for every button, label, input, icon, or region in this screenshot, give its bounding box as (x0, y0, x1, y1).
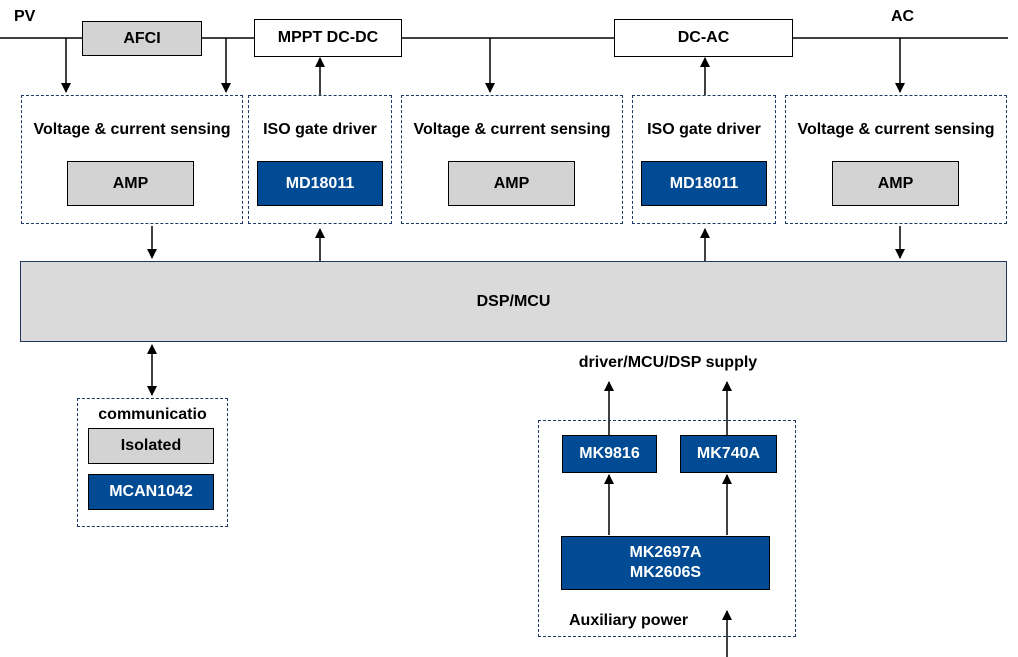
iso-driver-group-1 (248, 95, 392, 224)
communication-label: communicatio (98, 406, 207, 423)
amp-block-1: AMP (67, 161, 194, 206)
sensing-group-2 (401, 95, 623, 224)
md18011-block-2: MD18011 (641, 161, 767, 206)
mcan1042-block: MCAN1042 (88, 474, 214, 510)
sensing-label-2: Voltage & current sensing (413, 121, 611, 138)
isolated-block: Isolated (88, 428, 214, 464)
amp-block-2: AMP (448, 161, 575, 206)
sensing-group-3 (785, 95, 1007, 224)
mk2697a-mk2606s-block: MK2697A MK2606S (561, 536, 770, 590)
ac-label: AC (891, 8, 915, 25)
communication-group (77, 398, 228, 527)
iso-driver-label-2: ISO gate driver (647, 121, 761, 138)
md18011-block-1: MD18011 (257, 161, 383, 206)
sensing-group-1 (21, 95, 243, 224)
auxiliary-power-group (538, 420, 796, 637)
mk740a-block: MK740A (680, 435, 777, 473)
dc-ac-block: DC-AC (614, 19, 793, 57)
sensing-label-3: Voltage & current sensing (797, 121, 995, 138)
mk2606s-label: MK2606S (629, 564, 702, 581)
mk9816-block: MK9816 (562, 435, 657, 473)
auxiliary-power-label: Auxiliary power (569, 612, 689, 629)
supply-label: driver/MCU/DSP supply (578, 354, 758, 371)
iso-driver-label-1: ISO gate driver (263, 121, 377, 138)
mppt-dc-dc-block: MPPT DC-DC (254, 19, 402, 57)
sensing-label-1: Voltage & current sensing (33, 121, 231, 138)
pv-label: PV (14, 8, 36, 25)
mk2697a-label: MK2697A (629, 544, 702, 561)
iso-driver-group-2 (632, 95, 776, 224)
amp-block-3: AMP (832, 161, 959, 206)
afci-block: AFCI (82, 21, 202, 56)
dsp-mcu-block: DSP/MCU (20, 261, 1007, 342)
